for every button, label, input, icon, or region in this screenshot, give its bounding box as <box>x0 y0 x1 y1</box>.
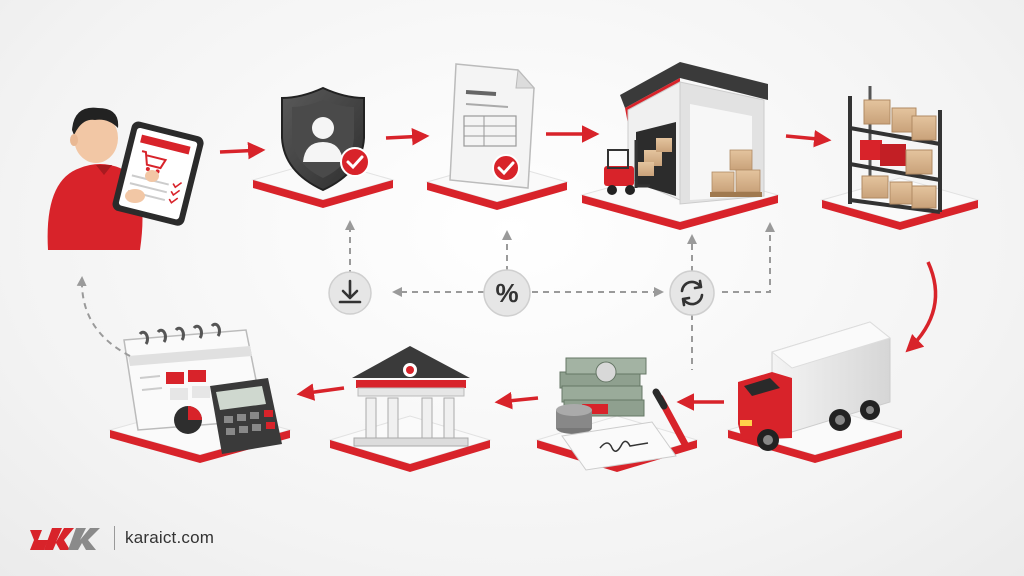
flow-arrows <box>219 125 938 411</box>
shelves-boxes-icon <box>848 86 942 214</box>
sync-icon <box>680 279 704 307</box>
download-icon <box>338 279 362 304</box>
document-check-icon <box>449 63 536 189</box>
hub-download <box>328 271 372 315</box>
arrow-order-to-security <box>219 141 266 160</box>
truck-icon <box>738 321 892 451</box>
warehouse-forklift-icon <box>604 62 768 205</box>
karaict-logo <box>30 528 100 550</box>
brand-divider <box>114 526 115 550</box>
arrow-warehouse-to-shelves <box>785 129 832 148</box>
brand-footer: karaict.com <box>28 522 214 554</box>
calendar-calculator-icon <box>123 322 282 454</box>
arrow-payment-to-bank <box>494 391 539 410</box>
hub-discount: % <box>483 269 531 317</box>
connector-sync-to-shelves <box>722 222 775 293</box>
arrow-shelves-to-truck <box>905 261 938 353</box>
arrow-bank-to-accounting <box>296 383 345 401</box>
person-tablet-cart-icon <box>47 107 204 250</box>
arrow-security-to-document <box>385 127 430 146</box>
hub-sync <box>669 270 715 316</box>
percent-icon: % <box>495 278 518 308</box>
cash-signature-icon <box>556 357 690 471</box>
connector-accounting-to-order <box>76 276 131 357</box>
website-link[interactable]: karaict.com <box>125 528 215 547</box>
bank-icon <box>352 346 470 447</box>
dashed-connectors <box>76 220 775 370</box>
shield-user-check-icon <box>281 86 370 192</box>
